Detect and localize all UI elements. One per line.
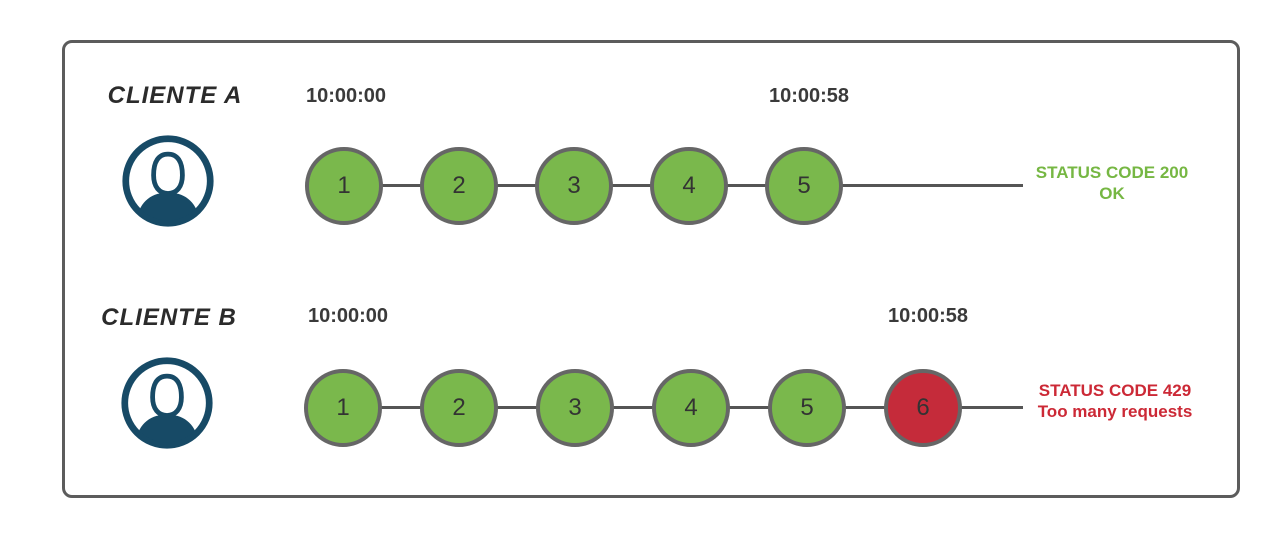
status-description-line: OK xyxy=(1099,184,1125,203)
request-step-circle: 4 xyxy=(652,369,730,447)
end-timestamp: 10:00:58 xyxy=(768,85,850,107)
request-step-circle: 2 xyxy=(420,369,498,447)
request-step-circle: 3 xyxy=(536,369,614,447)
request-step-circle: 4 xyxy=(650,147,728,225)
status-code-line: STATUS CODE 429 xyxy=(1038,381,1192,400)
request-step-circle: 2 xyxy=(420,147,498,225)
client-b-label: CLIENTE B xyxy=(101,304,237,331)
status-code-line: STATUS CODE 200 xyxy=(1035,163,1189,182)
user-avatar-icon xyxy=(119,355,215,451)
status-message: STATUS CODE 429 Too many requests xyxy=(1031,380,1199,422)
request-step-circle: 5 xyxy=(768,369,846,447)
request-step-circle-limited: 6 xyxy=(884,369,962,447)
request-step-circle: 5 xyxy=(765,147,843,225)
user-avatar-icon xyxy=(120,133,216,229)
end-timestamp: 10:00:58 xyxy=(887,305,969,327)
request-step-circle: 1 xyxy=(305,147,383,225)
start-timestamp: 10:00:00 xyxy=(305,85,387,107)
request-step-circle: 3 xyxy=(535,147,613,225)
status-description-line: Too many requests xyxy=(1037,402,1193,421)
client-a-label: CLIENTE A xyxy=(107,82,243,109)
request-step-circle: 1 xyxy=(304,369,382,447)
status-message: STATUS CODE 200 OK xyxy=(1031,162,1193,204)
start-timestamp: 10:00:00 xyxy=(307,305,389,327)
diagram-panel: CLIENTE A 10:00:00 10:00:58 1 2 3 4 5 ST… xyxy=(62,40,1240,498)
